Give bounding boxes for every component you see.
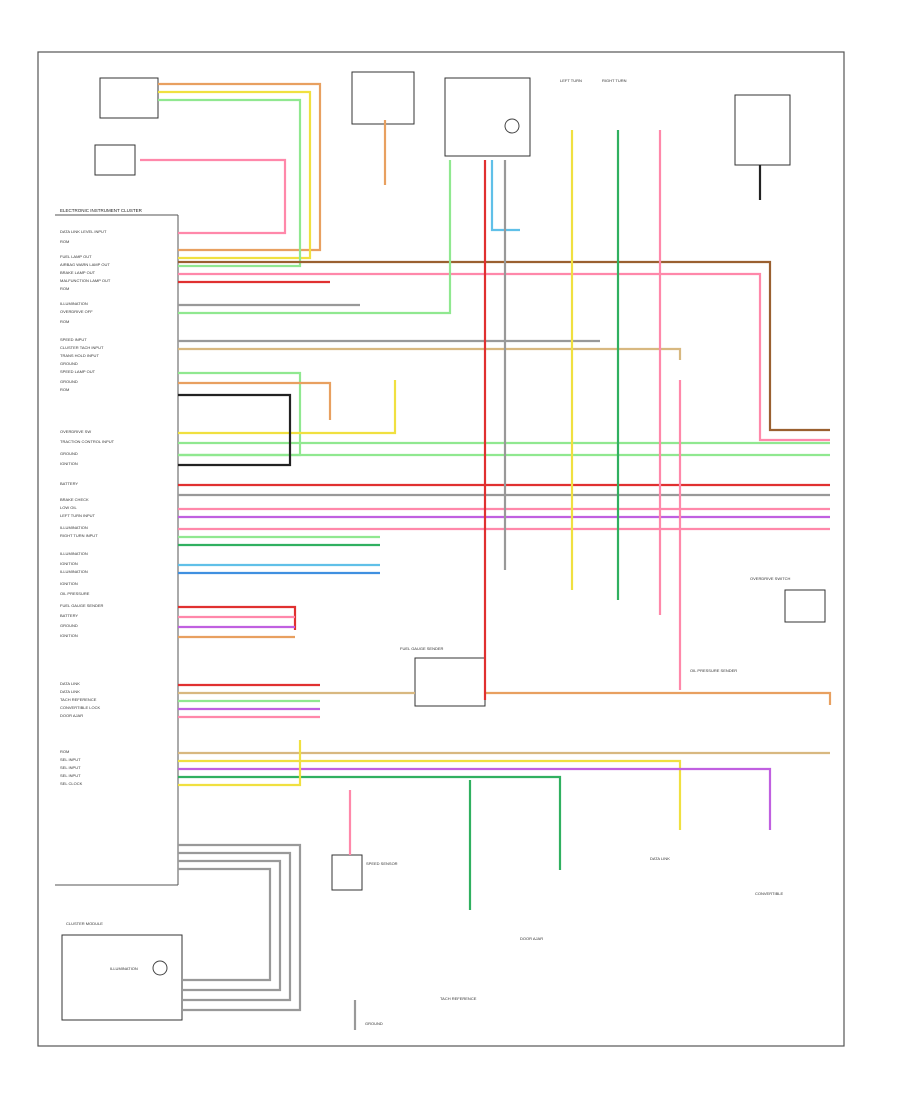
pin-label: OVERDRIVE OFF — [60, 309, 93, 314]
pin-label: MALFUNCTION LAMP OUT — [60, 278, 111, 283]
wire-orange — [485, 691, 832, 705]
pin-label: FUEL LAMP OUT — [60, 254, 92, 259]
cluster-pin-labels: DATA LINK LEVEL INPUT ROM FUEL LAMP OUT AIR… — [60, 229, 115, 786]
pin-label: TRANS HOLD INPUT — [60, 353, 99, 358]
pd-circle-icon — [504, 118, 520, 134]
wire-gray — [178, 843, 302, 1012]
pin-label: DATA LINK LEVEL INPUT — [60, 229, 107, 234]
transmission-module — [351, 71, 415, 125]
main-relay — [734, 94, 791, 166]
illumination-label: ILLUMINATION — [110, 966, 138, 971]
wire-orange — [178, 381, 332, 420]
pin-label: SEL INPUT — [60, 773, 81, 778]
pin-label: ROM — [60, 286, 69, 291]
pin-label: BATTERY — [60, 481, 78, 486]
pin-label: DATA LINK — [60, 689, 80, 694]
speed-sensor-label: SPEED SENSOR — [366, 861, 398, 866]
indicator-switch — [99, 77, 159, 119]
pin-label: ILLUMINATION — [60, 569, 88, 574]
pin-label: LEFT TURN INPUT — [60, 513, 96, 518]
pin-label: AIRBAG WARN LAMP OUT — [60, 262, 110, 267]
wire-yellow — [158, 90, 312, 260]
cluster-module-label: CLUSTER MODULE — [66, 921, 103, 926]
pin-label: IGNITION — [60, 461, 78, 466]
lamp-switch — [94, 144, 136, 176]
power-distribution-box — [444, 77, 531, 157]
wire-violet — [178, 767, 772, 830]
wire-lt_green — [158, 98, 302, 268]
overdrive-switch-box — [784, 589, 826, 623]
wire-gray — [178, 851, 292, 1002]
left-turn-label: LEFT TURN — [560, 78, 582, 83]
diagram-frame — [37, 51, 845, 1047]
wire-brown — [178, 260, 830, 432]
pin-label: FUEL GAUGE SENDER — [60, 603, 104, 608]
wire-lt_green — [178, 160, 452, 315]
pin-label: BATTERY — [60, 613, 78, 618]
right-turn-label: RIGHT TURN — [602, 78, 627, 83]
pin-label: SEL INPUT — [60, 765, 81, 770]
wire-harness — [140, 82, 832, 1030]
door-ajar-label: DOOR AJAR — [520, 936, 543, 941]
tach-ref-label: TACH REFERENCE — [440, 996, 477, 1001]
pin-label: LOW OIL — [60, 505, 77, 510]
wire-lt_blue — [490, 160, 520, 232]
pin-label: IGNITION — [60, 561, 78, 566]
pin-label: ILLUMINATION — [60, 301, 88, 306]
speed-sensor-box — [331, 854, 363, 891]
wire-red — [178, 605, 297, 630]
pin-label: SEL INPUT — [60, 757, 81, 762]
pin-label: ROM — [60, 319, 69, 324]
pin-label: ILLUMINATION — [60, 551, 88, 556]
pin-label: CONVERTIBLE LOCK — [60, 705, 100, 710]
pin-label: CLUSTER TACH INPUT — [60, 345, 104, 350]
pin-label: GROUND — [60, 451, 78, 456]
cluster-title: ELECTRONIC INSTRUMENT CLUSTER — [60, 208, 143, 213]
pin-label: DOOR AJAR — [60, 713, 83, 718]
wire-pink — [178, 272, 830, 442]
pin-label: IGNITION — [60, 633, 78, 638]
pin-label: TACH REFERENCE — [60, 697, 97, 702]
fuel-sender-box — [414, 657, 486, 707]
pin-label: GROUND — [60, 361, 78, 366]
overdrive-switch-label: OVERDRIVE SWITCH — [750, 576, 791, 581]
pin-label: OVERDRIVE SW — [60, 429, 91, 434]
cluster-module-box — [61, 934, 183, 1021]
wire-yellow — [178, 759, 682, 830]
wire-yellow — [178, 380, 397, 435]
pin-label: ROM — [60, 239, 69, 244]
pin-label: BRAKE LAMP OUT — [60, 270, 96, 275]
pin-label: RIGHT TURN INPUT — [60, 533, 98, 538]
pin-label: DATA LINK — [60, 681, 80, 686]
wire-orange — [158, 82, 322, 252]
pin-label: TRACTION CONTROL INPUT — [60, 439, 115, 444]
wire-tan — [178, 347, 682, 360]
pin-label: ROM — [60, 387, 69, 392]
data-link-label: DATA LINK — [650, 856, 670, 861]
oil-pressure-label: OIL PRESSURE SENDER — [690, 668, 737, 673]
wire-black — [178, 393, 292, 467]
wire-gray — [178, 859, 282, 992]
pin-label: SPEED LAMP OUT — [60, 369, 96, 374]
pin-label: IGNITION — [60, 581, 78, 586]
fuel-sender-label: FUEL GAUGE SENDER — [400, 646, 444, 651]
pin-label: SEL CLOCK — [60, 781, 83, 786]
module-circle-icon — [152, 960, 168, 976]
wire-yellow — [178, 740, 302, 787]
pin-label: ILLUMINATION — [60, 525, 88, 530]
wire-gray — [178, 867, 272, 982]
pin-label: SPEED INPUT — [60, 337, 87, 342]
ground-note: GROUND — [365, 1021, 383, 1026]
convertible-label: CONVERTIBLE — [755, 891, 783, 896]
wire-pink — [140, 158, 287, 235]
wire-green — [178, 775, 562, 870]
pin-label: OIL PRESSURE — [60, 591, 90, 596]
pin-label: ROM — [60, 749, 69, 754]
pin-label: BRAKE CHECK — [60, 497, 89, 502]
pin-label: GROUND — [60, 379, 78, 384]
pin-label: GROUND — [60, 623, 78, 628]
